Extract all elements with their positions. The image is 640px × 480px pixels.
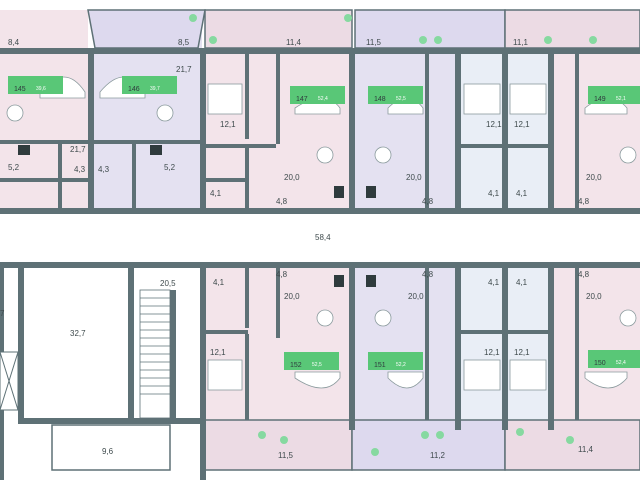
- plants: [189, 14, 597, 456]
- room-area: 20,0: [284, 173, 300, 182]
- room-area: 4,1: [516, 278, 528, 287]
- balcony-9-6: [51, 424, 171, 471]
- table-151: [374, 309, 392, 327]
- room-area: 8,5: [178, 38, 190, 47]
- unit-area: 52,5: [312, 362, 322, 368]
- room-area: 12,1: [514, 348, 530, 357]
- table-152: [316, 309, 334, 327]
- room-area: 11,1: [513, 38, 529, 47]
- unit-tag-150: 150 52,4: [588, 350, 640, 368]
- corridor: [0, 214, 640, 262]
- unit-area: 39,7: [150, 86, 160, 92]
- balcony-149: [504, 9, 640, 49]
- unit-number: 151: [374, 362, 386, 369]
- room-area: 4,3: [98, 165, 110, 174]
- room-area: 4,8: [422, 270, 434, 279]
- balcony-152: [204, 419, 353, 471]
- room-area: 4,3: [74, 165, 86, 174]
- unit-number: 146: [128, 86, 140, 93]
- unit-tag-148: 148 52,5: [368, 86, 423, 104]
- room-area: 11,5: [366, 38, 382, 47]
- room-area: 32,7: [70, 329, 86, 338]
- room-area: 7: [0, 309, 5, 318]
- table-150: [619, 309, 637, 327]
- unit-area: 39,6: [36, 86, 46, 92]
- room-area: 9,6: [102, 447, 114, 456]
- unit-tag-149: 149 52,1: [588, 86, 640, 104]
- table-149: [619, 146, 637, 164]
- table-145: [6, 104, 24, 122]
- room-area: 12,1: [210, 348, 226, 357]
- room-area: 20,0: [586, 292, 602, 301]
- room-area: 4,1: [516, 189, 528, 198]
- unit-150-fill: [550, 262, 640, 430]
- table-147: [316, 146, 334, 164]
- room-area: 12,1: [484, 348, 500, 357]
- kitchen-stoves: [18, 145, 376, 287]
- room-area: 20,0: [408, 292, 424, 301]
- table-146: [156, 104, 174, 122]
- unit-area: 52,1: [616, 96, 626, 102]
- room-area: 8,4: [8, 38, 20, 47]
- unit-number: 149: [594, 96, 606, 103]
- room-area: 4,8: [276, 197, 288, 206]
- room-area: 11,4: [286, 38, 302, 47]
- unit-tag-147: 147 52,4: [290, 86, 345, 104]
- room-area-labels: 8,4 8,5 21,7 11,4 11,5 11,1 21,7 4,3 4,3…: [0, 38, 602, 460]
- room-area: 5,2: [164, 163, 176, 172]
- room-area: 12,1: [486, 120, 502, 129]
- room-area: 4,8: [422, 197, 434, 206]
- unit-tags-bottom: 152 52,5 151 52,2 150 52,4: [284, 350, 640, 370]
- room-area: 4,8: [578, 270, 590, 279]
- top-balconies: [87, 9, 640, 49]
- room-area: 20,0: [586, 173, 602, 182]
- room-area: 5,2: [8, 163, 20, 172]
- room-area: 20,0: [284, 292, 300, 301]
- staircase: [139, 289, 171, 419]
- room-area: 11,4: [578, 445, 594, 454]
- bottom-balconies: [51, 419, 640, 471]
- unit-number: 147: [296, 96, 308, 103]
- unit-number: 145: [14, 86, 26, 93]
- unit-area: 52,2: [396, 362, 406, 368]
- unit-tag-151: 151 52,2: [368, 352, 423, 370]
- balcony-147: [204, 9, 353, 49]
- room-area: 4,8: [276, 270, 288, 279]
- unit-number: 150: [594, 360, 606, 367]
- room-area: 11,5: [278, 451, 294, 460]
- unit-tags-top: 145 39,6 146 39,7 147 52,4 148 52,5 149 …: [8, 76, 640, 104]
- unit-tag-146: 146 39,7: [122, 76, 177, 94]
- unit-tag-152: 152 52,5: [284, 352, 339, 370]
- room-area: 12,1: [514, 120, 530, 129]
- unit-tag-145: 145 39,6: [8, 76, 63, 94]
- room-area: 20,0: [406, 173, 422, 182]
- unit-number: 148: [374, 96, 386, 103]
- elevator-shaft: [0, 351, 19, 411]
- beds: [207, 83, 547, 391]
- room-area: 21,7: [176, 65, 192, 74]
- unit-number: 152: [290, 362, 302, 369]
- balcony-150: [504, 419, 640, 471]
- room-area: 4,1: [488, 278, 500, 287]
- room-area: 4,1: [213, 278, 225, 287]
- room-area: 11,2: [430, 451, 446, 460]
- room-area: 12,1: [220, 120, 236, 129]
- unit-area: 52,5: [396, 96, 406, 102]
- balcony-151: [351, 419, 506, 471]
- room-area: 21,7: [70, 145, 86, 154]
- unit-area: 52,4: [616, 360, 626, 366]
- room-area: 4,8: [578, 197, 590, 206]
- room-area: 20,5: [160, 279, 176, 288]
- table-148: [374, 146, 392, 164]
- room-area: 4,1: [488, 189, 500, 198]
- dining-tables: [6, 104, 637, 327]
- unit-area: 52,4: [318, 96, 328, 102]
- walls: [0, 48, 640, 480]
- corridor-area: 58,4: [315, 233, 331, 242]
- unit-151-fill: [355, 262, 461, 430]
- room-area: 4,1: [210, 189, 222, 198]
